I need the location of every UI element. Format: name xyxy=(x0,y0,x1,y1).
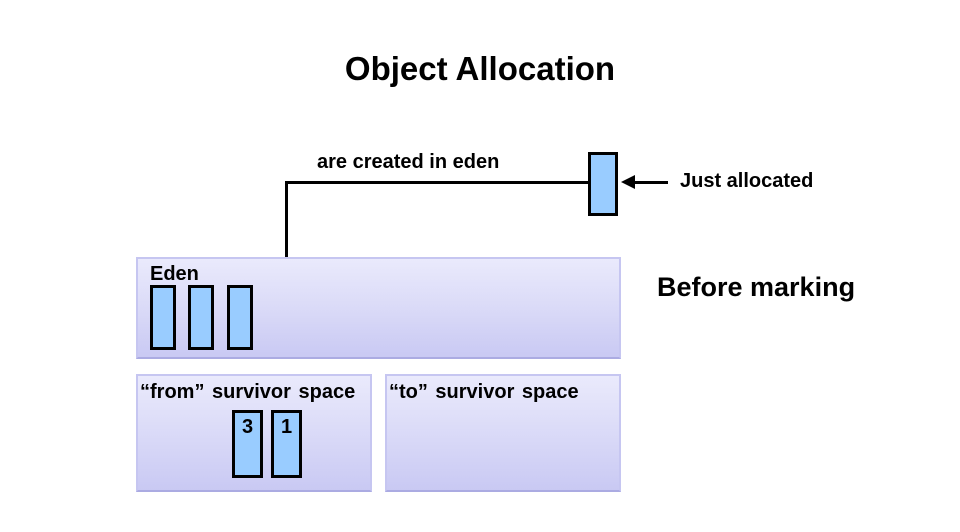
just-allocated-object xyxy=(588,152,618,216)
eden-object xyxy=(227,285,253,350)
created-in-eden-label: are created in eden xyxy=(317,151,500,173)
slide-title: Object Allocation xyxy=(344,50,616,87)
survivor-object-age-1: 1 xyxy=(271,410,302,478)
eden-object xyxy=(188,285,214,350)
left-arrowhead-icon xyxy=(621,175,635,189)
eden-region-label: Eden xyxy=(150,263,199,285)
from-survivor-region: “from” survivor space 3 1 xyxy=(136,374,372,492)
to-survivor-region: “to” survivor space xyxy=(385,374,621,492)
eden-arrow-vertical-line xyxy=(285,181,288,298)
from-survivor-label: “from” survivor space xyxy=(140,381,356,403)
survivor-object-age-3: 3 xyxy=(232,410,263,478)
to-survivor-label: “to” survivor space xyxy=(389,381,579,403)
eden-region: Eden xyxy=(136,257,621,359)
before-marking-label: Before marking xyxy=(657,272,856,302)
just-allocated-label: Just allocated xyxy=(680,170,814,192)
eden-arrow-horizontal-line xyxy=(285,181,589,184)
just-allocated-arrow-line xyxy=(634,181,668,184)
eden-object xyxy=(150,285,176,350)
